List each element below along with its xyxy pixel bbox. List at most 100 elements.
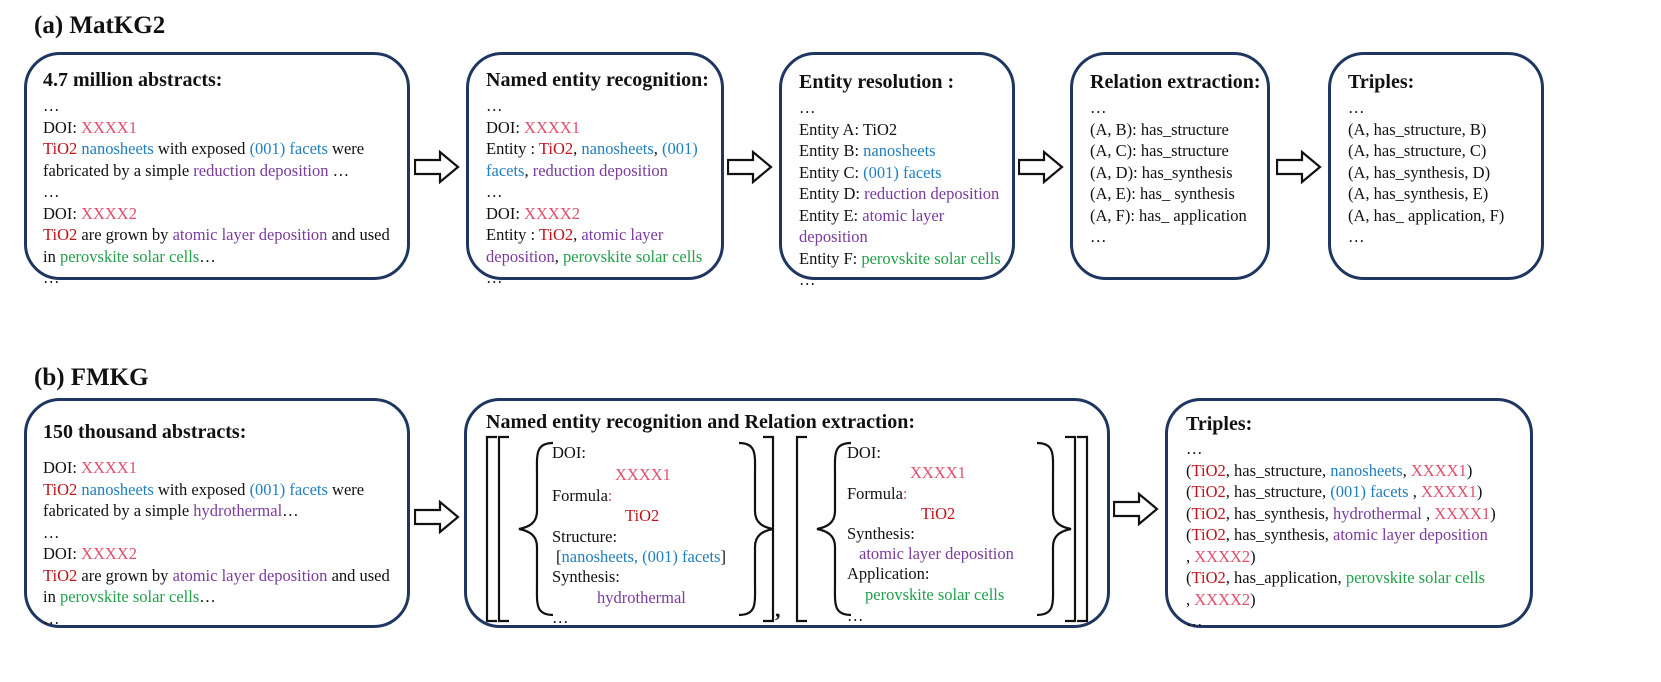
text-segment: and used: [327, 565, 390, 585]
text-segment: TiO2: [538, 139, 574, 158]
text-segment: XXXX1: [524, 117, 580, 137]
text-segment: fabricated by a simple: [43, 501, 194, 520]
text-segment: ,: [573, 139, 582, 158]
record1-structure-value: [nanosheets, (001) facets]: [556, 547, 726, 567]
text-segment: Entity F:: [799, 248, 862, 268]
text-line: TiO2 are grown by atomic layer depositio…: [43, 565, 390, 587]
record1-structure-text: nanosheets, (001) facets: [561, 547, 721, 566]
text-line: (A, F): has_ application: [1090, 205, 1247, 227]
text-segment: ,: [653, 139, 663, 158]
text-line: …: [486, 95, 702, 117]
text-line: Entity : TiO2, atomic layer: [486, 224, 702, 246]
text-segment: XXXX1: [81, 117, 137, 137]
text-segment: (A, C): has_structure: [1090, 141, 1229, 160]
text-line: …: [1090, 97, 1247, 119]
text-line: fabricated by a simple hydrothermal…: [43, 500, 390, 522]
text-segment: are grown by: [77, 565, 173, 585]
record1-outer-right-bracket-icon: [763, 435, 775, 623]
text-line: Entity C: (001) facets: [799, 162, 1001, 184]
text-line: TiO2 are grown by atomic layer depositio…: [43, 224, 390, 246]
text-line: TiO2 nanosheets with exposed (001) facet…: [43, 138, 390, 160]
record2-ellipsis: …: [847, 606, 864, 625]
text-segment: ,: [1421, 503, 1435, 523]
text-segment: (A, has_synthesis, E): [1348, 184, 1489, 203]
text-line: DOI: XXXX2: [43, 543, 390, 565]
text-segment: perovskite solar cells: [1345, 568, 1486, 587]
text-segment: (A, has_structure, B): [1348, 119, 1487, 139]
record1-synthesis-label: Synthesis:: [552, 567, 620, 586]
record2-application-label: Application:: [847, 564, 930, 583]
text-segment: …: [1348, 227, 1365, 246]
arrow-right-icon: [727, 150, 773, 184]
text-segment: reduction deposition: [864, 184, 1000, 203]
text-line: Entity A: TiO2: [799, 119, 1001, 141]
text-segment: (001) facets: [249, 139, 328, 158]
text-segment: ): [1476, 482, 1483, 501]
abstracts-box-b-title: 150 thousand abstracts:: [43, 421, 247, 443]
text-segment: …: [282, 501, 299, 520]
text-segment: Entity D:: [799, 184, 865, 203]
text-segment: (A, has_ application, F): [1348, 205, 1505, 225]
text-segment: …: [328, 160, 350, 180]
text-segment: (A, has_synthesis, D): [1348, 162, 1491, 182]
text-line: Entity D: reduction deposition: [799, 183, 1001, 205]
text-segment: DOI:: [43, 117, 82, 137]
text-segment: (: [1186, 525, 1192, 544]
text-segment: and used: [327, 225, 390, 244]
text-line: DOI: XXXX2: [486, 203, 702, 225]
text-segment: in: [43, 587, 60, 606]
text-line: DOI: XXXX1: [486, 117, 702, 139]
record1-structure-open: [: [556, 547, 562, 566]
text-segment: (A, F): has_ application: [1090, 205, 1247, 225]
text-segment: perovskite solar cells: [59, 587, 200, 606]
text-segment: deposition: [486, 246, 555, 266]
record1-structure-close: ]: [720, 547, 726, 566]
text-segment: …: [486, 182, 503, 201]
text-segment: were: [327, 479, 365, 499]
text-line: Entity : TiO2, nanosheets, (001): [486, 138, 702, 160]
text-line: (A, has_synthesis, E): [1348, 183, 1504, 205]
text-segment: perovskite solar cells: [59, 246, 200, 266]
text-line: TiO2 nanosheets with exposed (001) facet…: [43, 479, 390, 501]
text-segment: …: [1090, 98, 1107, 117]
record2-formula-label-text: Formula: [847, 484, 903, 503]
record1-doi-value: XXXX1: [615, 465, 671, 484]
text-line: (A, B): has_structure: [1090, 119, 1247, 141]
record2-brackets-icon: [795, 435, 1089, 623]
record1-structure-label: Structure:: [552, 527, 618, 546]
text-line: in perovskite solar cells…: [43, 246, 390, 268]
text-segment: reduction deposition: [193, 160, 329, 180]
text-segment: ,: [524, 160, 533, 180]
text-line: (A, has_synthesis, D): [1348, 162, 1504, 184]
text-segment: ,: [573, 225, 582, 244]
text-line: DOI: XXXX1: [43, 117, 390, 139]
text-line: (TiO2, has_synthesis, atomic layer depos…: [1186, 525, 1496, 547]
text-segment: (A, has_structure, C): [1348, 141, 1487, 160]
triples-box-a-title: Triples:: [1348, 71, 1415, 93]
text-segment: hydrothermal: [1333, 503, 1422, 523]
entity-resolution-box-title: Entity resolution :: [799, 71, 955, 93]
text-segment: in: [43, 246, 60, 266]
text-line: , XXXX2): [1186, 547, 1496, 569]
record1-formula-label: Formula:: [552, 486, 613, 506]
text-segment: (001): [662, 139, 698, 158]
text-segment: Entity E:: [799, 205, 863, 225]
text-segment: atomic layer: [862, 205, 945, 225]
text-segment: TiO2: [538, 225, 574, 244]
text-segment: were: [327, 139, 365, 158]
text-segment: XXXX1: [81, 458, 137, 477]
triples-box-b: Triples: …(TiO2, has_structure, nanoshee…: [1165, 398, 1533, 630]
text-segment: …: [199, 587, 216, 606]
text-line: DOI: XXXX2: [43, 203, 390, 225]
text-segment: …: [43, 182, 60, 201]
ner-box-a-title: Named entity recognition:: [486, 69, 709, 91]
text-segment: …: [486, 96, 503, 115]
text-line: facets, reduction deposition: [486, 160, 702, 182]
text-segment: XXXX2: [81, 544, 137, 563]
section-b-title: (b) FMKG: [34, 364, 149, 391]
text-segment: nanosheets: [81, 479, 154, 499]
text-line: (TiO2, has_structure, (001) facets , XXX…: [1186, 482, 1496, 504]
